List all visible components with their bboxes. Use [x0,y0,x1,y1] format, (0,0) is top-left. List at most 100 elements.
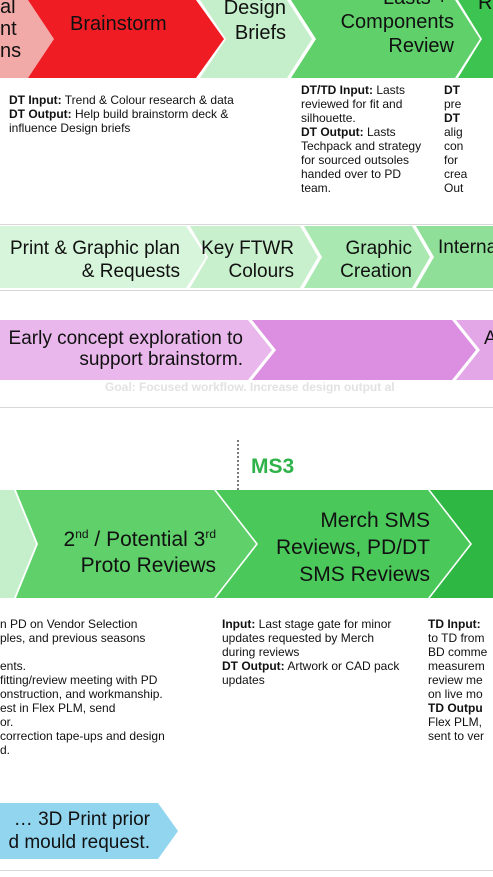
chevron-design-briefs [200,0,312,78]
print-band-divider [0,870,493,871]
ms3-label: MS3 [251,455,295,478]
desc-input: DT Input: Trend & Colour research & data [9,93,234,107]
concept-right-letter: A [484,328,493,349]
text-line: n PD on Vendor Selection [0,617,138,631]
text-line: measurem [428,659,485,673]
graphic-band-divider-top [0,224,493,225]
text-line: & Requests [81,261,180,282]
text-line: DT [444,83,460,97]
text-line: Flex PLM, [428,715,483,729]
goal-text: Goal: Focused workflow. Increase design … [105,380,395,394]
text-line: d mould request. [8,832,150,853]
chevron-proto-reviews [16,490,256,598]
text-line: for [444,153,459,167]
desc-input: DT/TD Input: Lasts reviewed for fit and … [301,83,405,125]
text-line: Print & Graphic plan [9,238,180,259]
text-line: Proto Reviews [80,554,216,577]
graphic-band-divider-bottom [0,290,493,291]
text-line: to TD from [428,631,485,645]
text-line: support brainstorm. [79,349,243,370]
desc-input: Input: Last stage gate for minor updates… [222,617,392,659]
merch-sms-label: Merch SMS Reviews, PD/DT SMS Reviews [250,507,430,588]
text-line: Reviews, PD/DT [275,536,430,559]
top-desc-col1: DT Input: Trend & Colour research & data… [9,93,254,135]
chevron-concept-right [456,320,493,380]
text-line: d. [0,743,11,757]
top-desc-col3: DT pre DT alig con for crea Out [444,83,493,195]
print-band [0,803,178,859]
chevron-lasts [291,0,480,78]
text-line: ns [0,40,22,62]
text-line: correction tape-ups and design [0,729,165,743]
text-line: Merch SMS [320,509,430,532]
text-line: onstruction, and workmanship. [0,687,163,701]
top-desc-col2: DT/TD Input: Lasts reviewed for fit and … [301,83,433,195]
right-partial-label: R [478,0,493,14]
print-band-label: … 3D Print prior d mould request. [0,808,150,854]
text-line: Briefs [234,22,286,44]
bottom-desc-col2: Input: Last stage gate for minor updates… [222,617,404,687]
concept-band-divider [0,407,493,408]
proto-reviews-label: 2nd / Potential 3rd Proto Reviews [30,521,216,579]
chevron-internal [416,226,493,288]
text-line: BD comme [428,645,488,659]
desc-output: DT Output: Lasts Techpack and strategy f… [301,125,422,195]
print-graphic-label: Print & Graphic plan & Requests [0,237,180,283]
key-ftwr-label: Key FTWR Colours [188,237,294,283]
ms3-line [237,440,239,490]
text-line: Lasts + [310,0,448,9]
concept-label: Early concept exploration to support bra… [0,328,243,370]
text-line: Out [444,181,464,195]
bottom-desc-col1: n PD on Vendor Selection ples, and previ… [0,617,210,757]
text-line: ents. [0,659,27,673]
text-line: Graphic [345,238,412,259]
lasts-components-label: Lasts + Components Review [310,0,454,57]
concept-band [0,320,493,380]
text-line: ples, and previous seasons [0,631,146,645]
internal-label: Interna [438,237,493,258]
chevron-key-ftwr [190,226,318,288]
text-line: fitting/review meeting with PD [0,673,158,687]
text-line: sent to ver [428,729,485,743]
text-line-blank [0,645,210,659]
chevron-concept [0,320,272,380]
chevron-print-graphic [0,226,206,288]
text-line: Early concept exploration to [8,328,243,349]
text-line: al [0,0,16,18]
design-briefs-label: Design Briefs [200,0,286,44]
brainstorm-label: Brainstorm [70,13,167,35]
text-line: con [444,139,464,153]
chevron-3d-print [0,803,178,859]
chevron-bottom-left [0,490,36,598]
chevron-concept-fill [252,320,476,380]
text-line: Creation [340,261,412,282]
text-line: SMS Reviews [299,563,430,586]
chevron-brainstorm [28,0,224,78]
text-line: est in Flex PLM, send [0,701,116,715]
chevron-right-partial [458,0,493,78]
text-line: Colours [228,261,294,282]
text-line: TD Outpu [428,701,483,715]
left-partial-text: al nt ns [0,0,26,62]
text-line: Design [223,0,286,19]
text-line: Key FTWR [201,238,294,259]
text-line: alig [444,125,463,139]
top-chevron-row [0,0,493,78]
graphic-creation-label: Graphic Creation [320,237,412,283]
text-line: review me [428,673,483,687]
text-line: on live mo [428,687,483,701]
text-line: Review [388,35,454,57]
bottom-desc-col3: TD Input: to TD from BD comme measurem r… [428,617,493,743]
bottom-chevron-row [0,490,493,598]
text-line: nt [0,18,17,40]
text-line: pre [444,97,462,111]
text-line: … 3D Print prior [13,809,150,830]
text-line: TD Input: [428,617,481,631]
text-line: 2nd / Potential 3rd [63,527,216,551]
text-line: or. [0,715,14,729]
text-line: DT [444,111,460,125]
chevron-bottom-right [430,490,493,598]
text-line: crea [444,167,468,181]
desc-output: DT Output: Help build brainstorm deck & … [9,107,229,135]
chevron-graphic-creation [304,226,430,288]
